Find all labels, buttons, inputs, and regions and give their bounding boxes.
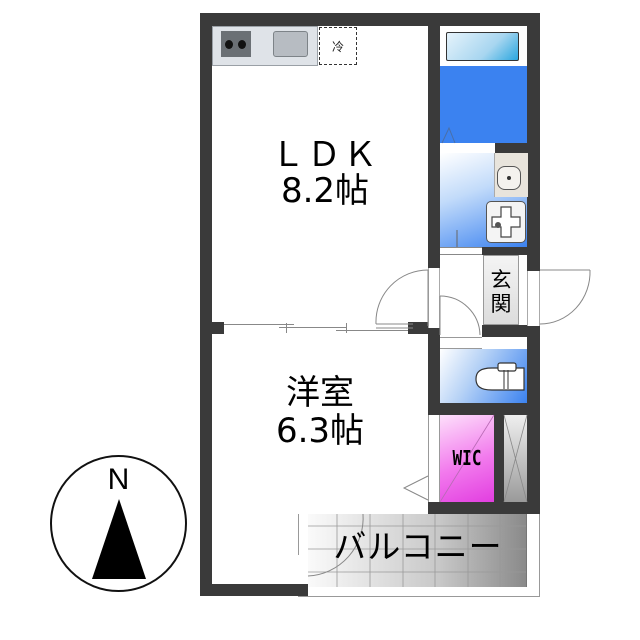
- entrance-label: 玄関: [490, 268, 512, 317]
- bath-door-icon: [441, 126, 456, 144]
- stove-icon: [221, 31, 251, 57]
- hallway-door-swing[interactable]: [439, 295, 485, 340]
- washing-machine-icon: [486, 201, 526, 243]
- compass: N: [50, 455, 187, 592]
- fridge-label: 冷: [331, 40, 344, 54]
- western-room-name: 洋室: [286, 373, 354, 413]
- outer-wall-right-lower: [527, 326, 540, 514]
- outer-wall-left: [200, 13, 212, 596]
- wall-bath-south: [495, 143, 540, 153]
- outer-wall-right: [527, 13, 540, 271]
- sliding-door[interactable]: [224, 322, 408, 334]
- wic-label: WIC: [452, 446, 482, 470]
- storage-cross: [503, 414, 528, 503]
- wic-diagonal: [439, 414, 495, 503]
- toilet-threshold: [440, 337, 482, 349]
- entrance-door-opening: [527, 271, 540, 326]
- ldk-room: [212, 26, 428, 322]
- wall-ldk-west-left: [200, 322, 224, 334]
- western-door-opening: [428, 268, 440, 328]
- outer-wall-top: [200, 13, 540, 26]
- balcony-label: バルコニー: [333, 527, 503, 566]
- balcony-grid: [307, 513, 526, 587]
- fridge-space: 冷: [319, 27, 357, 65]
- ldk-door-swing[interactable]: [373, 268, 429, 330]
- wall-wash-south: [482, 247, 540, 255]
- wash-basin-icon: [497, 166, 521, 190]
- outer-wall-bottom-left: [200, 584, 308, 596]
- wic-door-icon[interactable]: [402, 475, 430, 502]
- western-room-area: 6.3帖: [275, 411, 365, 451]
- ldk-name: ＬＤＫ: [271, 135, 379, 175]
- wall-wic-east: [494, 415, 504, 514]
- balcony-rail-left: [298, 514, 308, 555]
- wic-opening: [428, 415, 440, 502]
- entrance-door-swing[interactable]: [539, 268, 595, 328]
- wall-ldk-east: [428, 13, 440, 268]
- toilet-icon: [475, 362, 525, 391]
- compass-north-label: N: [107, 463, 130, 496]
- wall-toilet-south: [428, 403, 540, 415]
- wash-threshold: [440, 247, 482, 255]
- ldk-area: 8.2帖: [280, 171, 370, 211]
- entrance: [483, 255, 519, 325]
- north-arrow-icon: [92, 499, 146, 579]
- wall-entrance-south: [482, 325, 540, 337]
- bathtub-icon: [446, 32, 519, 61]
- sink-icon: [273, 31, 308, 57]
- balcony-rail: [298, 514, 540, 597]
